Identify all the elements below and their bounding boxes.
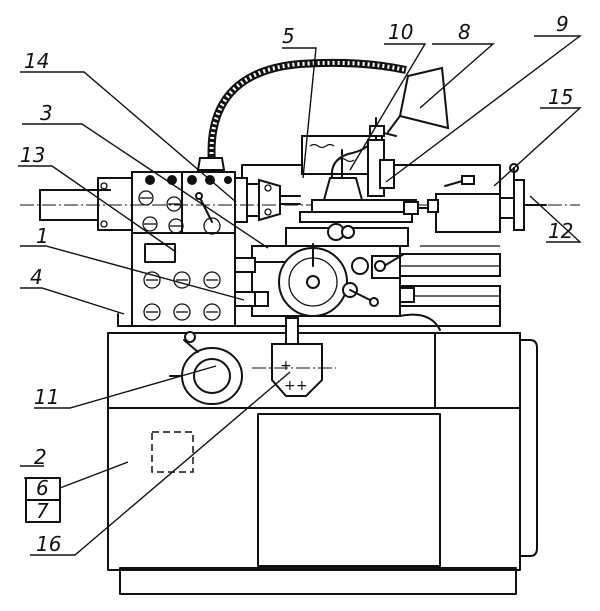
callout-6: 6 xyxy=(36,476,49,500)
callout-16: 16 xyxy=(36,532,61,556)
chuck xyxy=(234,177,301,223)
svg-text:+: + xyxy=(280,358,292,374)
callout-11: 11 xyxy=(34,385,59,409)
callout-1: 1 xyxy=(36,224,49,248)
side-housing xyxy=(519,339,538,557)
callout-5: 5 xyxy=(282,24,295,48)
tailstock xyxy=(427,163,547,233)
callout-7: 7 xyxy=(36,499,49,523)
callout-3: 3 xyxy=(40,101,53,125)
svg-text:+: + xyxy=(284,378,296,394)
plate xyxy=(144,243,176,263)
spindle-rear xyxy=(39,177,133,231)
code-table xyxy=(24,477,61,523)
callout-9: 9 xyxy=(556,12,569,36)
callout-12: 12 xyxy=(548,219,573,243)
callout-15: 15 xyxy=(548,85,573,109)
hidden-element xyxy=(151,431,194,473)
gear-lever xyxy=(199,197,213,223)
callout-10: 10 xyxy=(388,20,413,44)
feed-handwheel xyxy=(169,331,243,405)
lead-screws xyxy=(234,245,501,307)
control-box: + + + xyxy=(252,317,336,397)
coolant-hose xyxy=(196,58,407,171)
svg-text:+: + xyxy=(296,378,308,394)
callouts: 5 10 8 9 14 3 13 1 4 11 2 6 7 16 15 12 xyxy=(20,12,573,556)
dial-grid xyxy=(138,190,221,321)
work-lamp xyxy=(379,66,450,137)
apron-handwheel xyxy=(278,243,348,317)
leader-lines xyxy=(18,35,583,556)
callout-13: 13 xyxy=(20,143,45,167)
callout-8: 8 xyxy=(458,20,471,44)
base-plinth xyxy=(119,567,517,595)
tool-post xyxy=(299,117,437,223)
callout-14: 14 xyxy=(24,49,49,73)
headstock xyxy=(131,171,236,327)
callout-2: 2 xyxy=(34,445,47,469)
access-door xyxy=(257,413,441,567)
callout-4: 4 xyxy=(30,265,43,289)
